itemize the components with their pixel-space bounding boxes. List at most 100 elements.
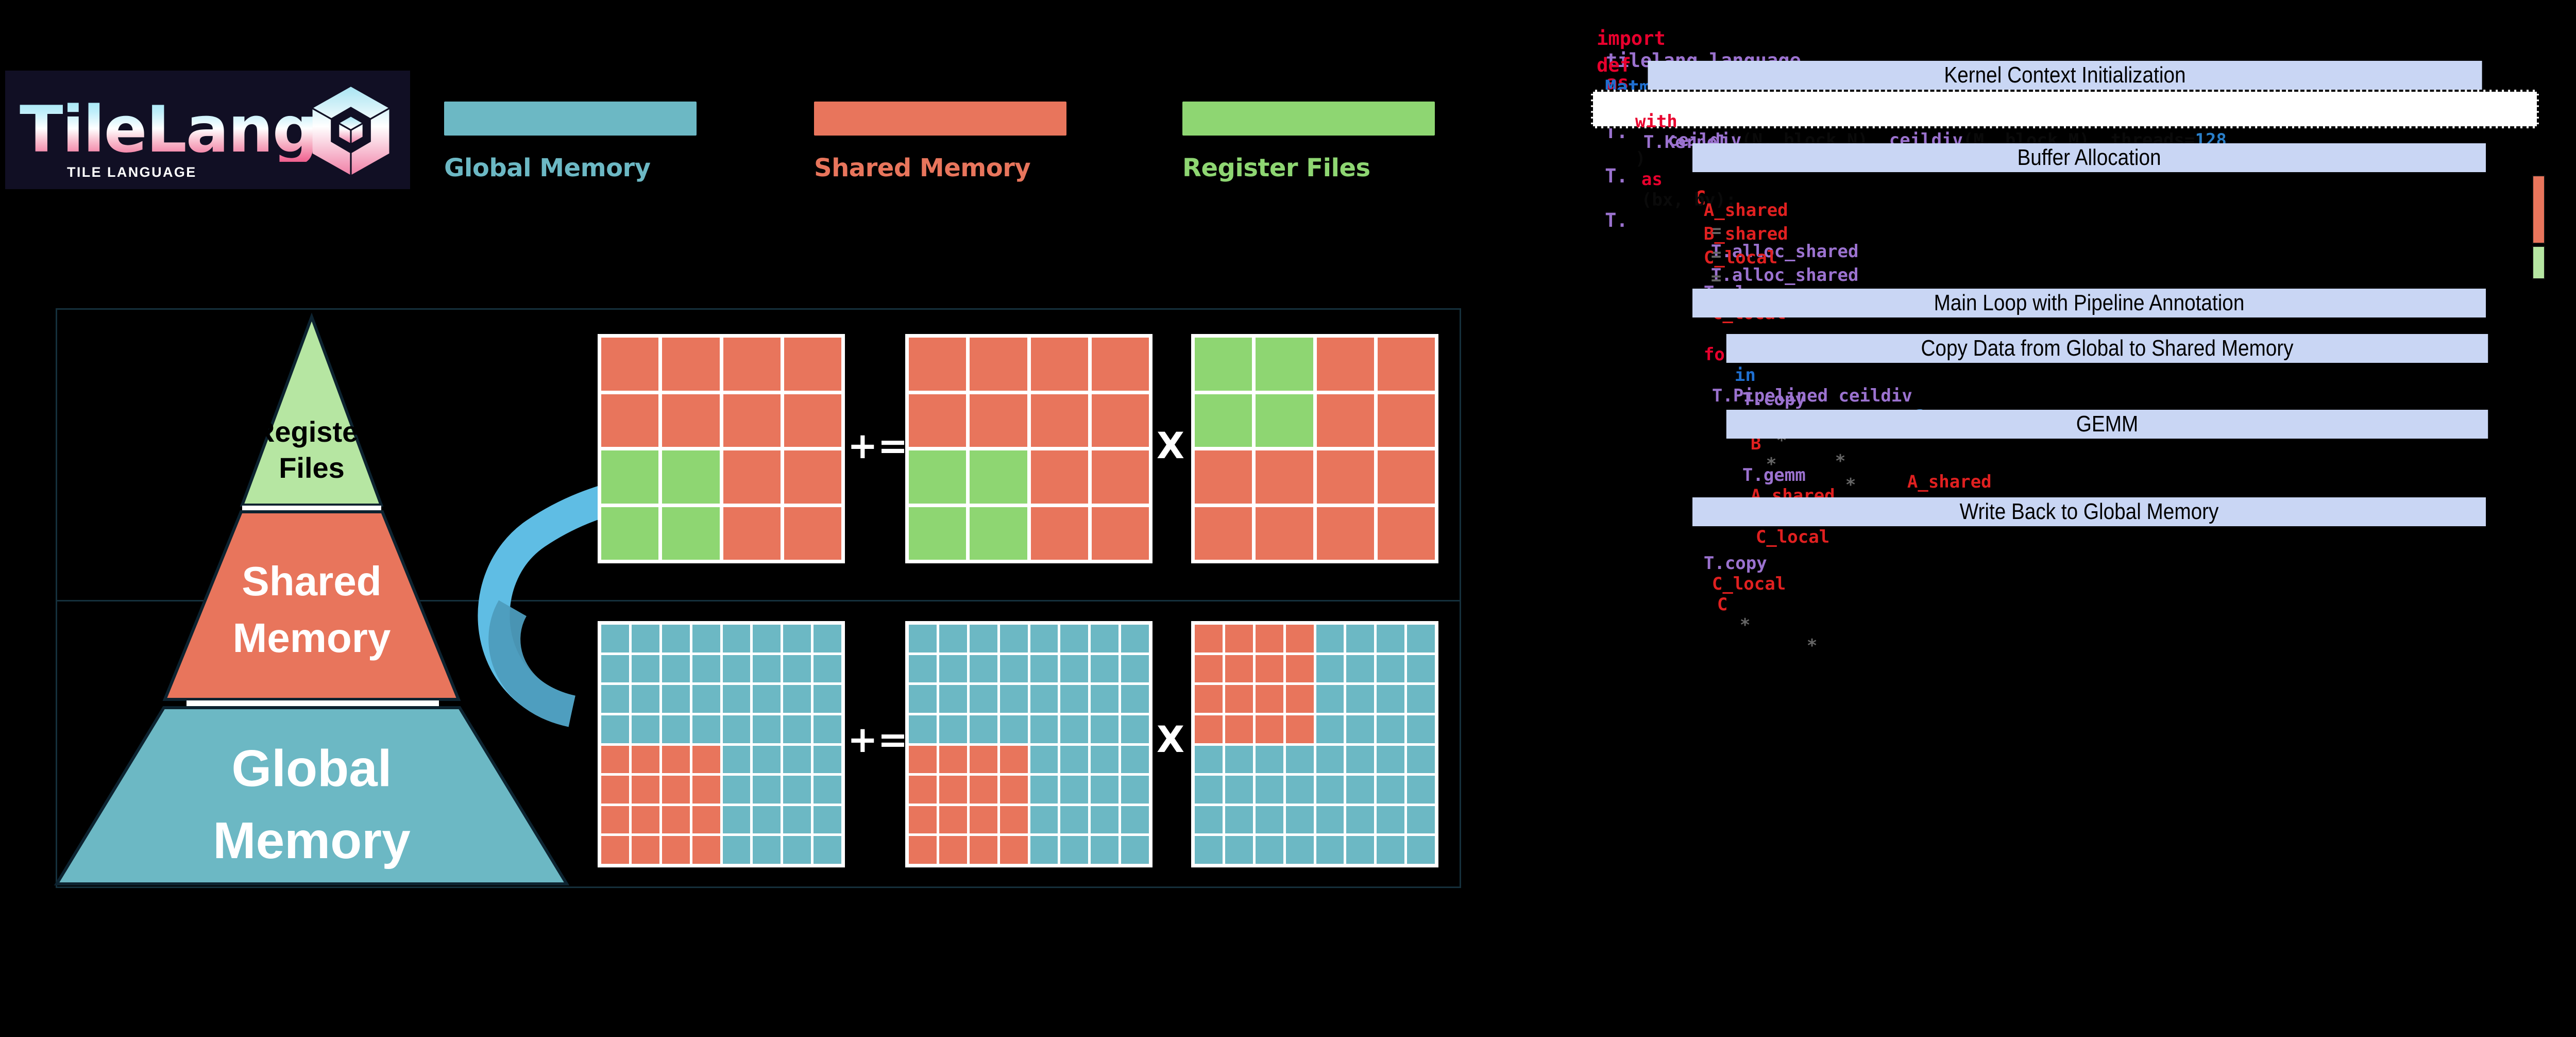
matrix-cell (1091, 625, 1119, 653)
matrix-cell (601, 394, 659, 447)
matrix-cell (1316, 338, 1374, 391)
code-line-b-shared-alloc: B_shared = T.alloc_shared (1662, 203, 1859, 306)
matrix-cell (1316, 836, 1344, 864)
section-header-copy-global: Copy Data from Global to Shared Memory (1726, 334, 2488, 363)
matrix-cell (1346, 806, 1375, 834)
matrix-cell (1195, 685, 1223, 713)
matrix-cell (1407, 836, 1435, 864)
matrix-cell (1285, 776, 1314, 804)
matrix-cell (1346, 625, 1375, 653)
matrix-cell (783, 685, 811, 713)
matrix-cell (1407, 776, 1435, 804)
matrix-cell (723, 507, 781, 560)
matrix-cell (999, 836, 1028, 864)
matrix-cell (1030, 394, 1088, 447)
kw-as-kernel: as (1641, 169, 1663, 190)
matrix-cell (753, 715, 781, 743)
matrix-cell (784, 394, 841, 447)
matrix-cell (631, 836, 659, 864)
svg-text:Memory: Memory (213, 812, 411, 869)
matrix-cell (1091, 715, 1119, 743)
matrix-cell (631, 685, 659, 713)
fn-t-pipelined: T.Pipelined ceildiv (1711, 386, 1912, 406)
param-c: C (1694, 187, 1706, 209)
matrix-cell (722, 685, 751, 713)
matrix-row0-matrix-b (1191, 334, 1438, 563)
copy-src-b: B (1750, 433, 1761, 454)
matrix-cell (1377, 450, 1435, 504)
matrix-cell (1195, 745, 1223, 774)
legend-label-global: Global Memory (444, 154, 651, 182)
matrix-cell (601, 685, 629, 713)
matrix-cell (1121, 745, 1149, 774)
matrix-cell (909, 507, 967, 560)
matrix-cell (970, 394, 1027, 447)
matrix-cell (753, 745, 781, 774)
fn-t-copy-writeback: T.copy (1703, 553, 1767, 574)
matrix-cell (601, 715, 629, 743)
matrix-cell (662, 715, 690, 743)
matrix-cell (939, 745, 967, 774)
matrix-row0-matrix-a (905, 334, 1153, 563)
matrix-cell (662, 625, 690, 653)
matrix-row1-matrix-b (1191, 621, 1438, 867)
matrix-cell (1225, 685, 1253, 713)
matrix-cell (1030, 776, 1058, 804)
diagram-panel: TileLang TILE LANGUAGE Global Memory Sha… (5, 71, 1461, 888)
matrix-cell (753, 836, 781, 864)
matrix-cell (1030, 836, 1058, 864)
matrix-cell (1316, 806, 1344, 834)
matrix-cell (1060, 745, 1089, 774)
matrix-cell (1225, 836, 1253, 864)
matrix-cell (601, 836, 629, 864)
kw-import: import (1597, 27, 1666, 49)
matrix-cell (1060, 625, 1089, 653)
fn-alloc-shared-b: T.alloc_shared (1710, 265, 1859, 286)
matrix-cell (1256, 394, 1313, 447)
matrix-cell (662, 836, 690, 864)
matrix-cell (970, 507, 1027, 560)
matrix-cell (1285, 655, 1314, 683)
section-header-write-back: Write Back to Global Memory (1692, 497, 2486, 526)
matrix-cell (1377, 776, 1405, 804)
matrix-cell (1195, 450, 1252, 504)
block-indices: (bx, by): (1641, 190, 1737, 210)
copy-b-star2: * (1845, 475, 1856, 495)
writeback-star1: * (1739, 615, 1751, 635)
matrix-cell (1195, 776, 1223, 804)
matrix-cell (1121, 806, 1149, 834)
matrix-cell (662, 655, 690, 683)
param-c-type: T. (1605, 209, 1628, 231)
matrix-cell (753, 806, 781, 834)
matrix-cell (1030, 806, 1058, 834)
matrix-cell (1195, 806, 1223, 834)
matrix-cell (1060, 655, 1089, 683)
matrix-row1-matrix-c (598, 621, 845, 867)
matrix-cell (1316, 450, 1374, 504)
matrix-cell (1407, 715, 1435, 743)
matrix-cell (1407, 655, 1435, 683)
matrix-cell (783, 745, 811, 774)
matrix-cell (1030, 507, 1088, 560)
matrix-cell (601, 776, 629, 804)
matrix-cell (1195, 655, 1223, 683)
matrix-cell (1377, 836, 1405, 864)
matrix-cell (753, 685, 781, 713)
matrix-cell (1316, 745, 1344, 774)
matrix-cell (1255, 685, 1283, 713)
matrix-cell (1225, 625, 1253, 653)
matrix-cell (1255, 745, 1283, 774)
matrix-cell (969, 655, 997, 683)
section-header-main-loop: Main Loop with Pipeline Annotation (1692, 289, 2486, 317)
matrix-cell (601, 450, 659, 504)
code-line-copy-a: T.copy A * * A_shared (1700, 369, 1992, 513)
legend-label-shared: Shared Memory (814, 154, 1031, 182)
matrix-cell (1060, 836, 1089, 864)
matrix-row1-matrix-a (905, 621, 1153, 867)
kw-with: with (1635, 111, 1677, 132)
matrix-cell (722, 836, 751, 864)
copy-b-star1: * (1766, 454, 1777, 475)
matrix-cell (601, 745, 629, 774)
section-header-gemm: GEMM (1726, 410, 2488, 439)
matrix-cell (1225, 655, 1253, 683)
